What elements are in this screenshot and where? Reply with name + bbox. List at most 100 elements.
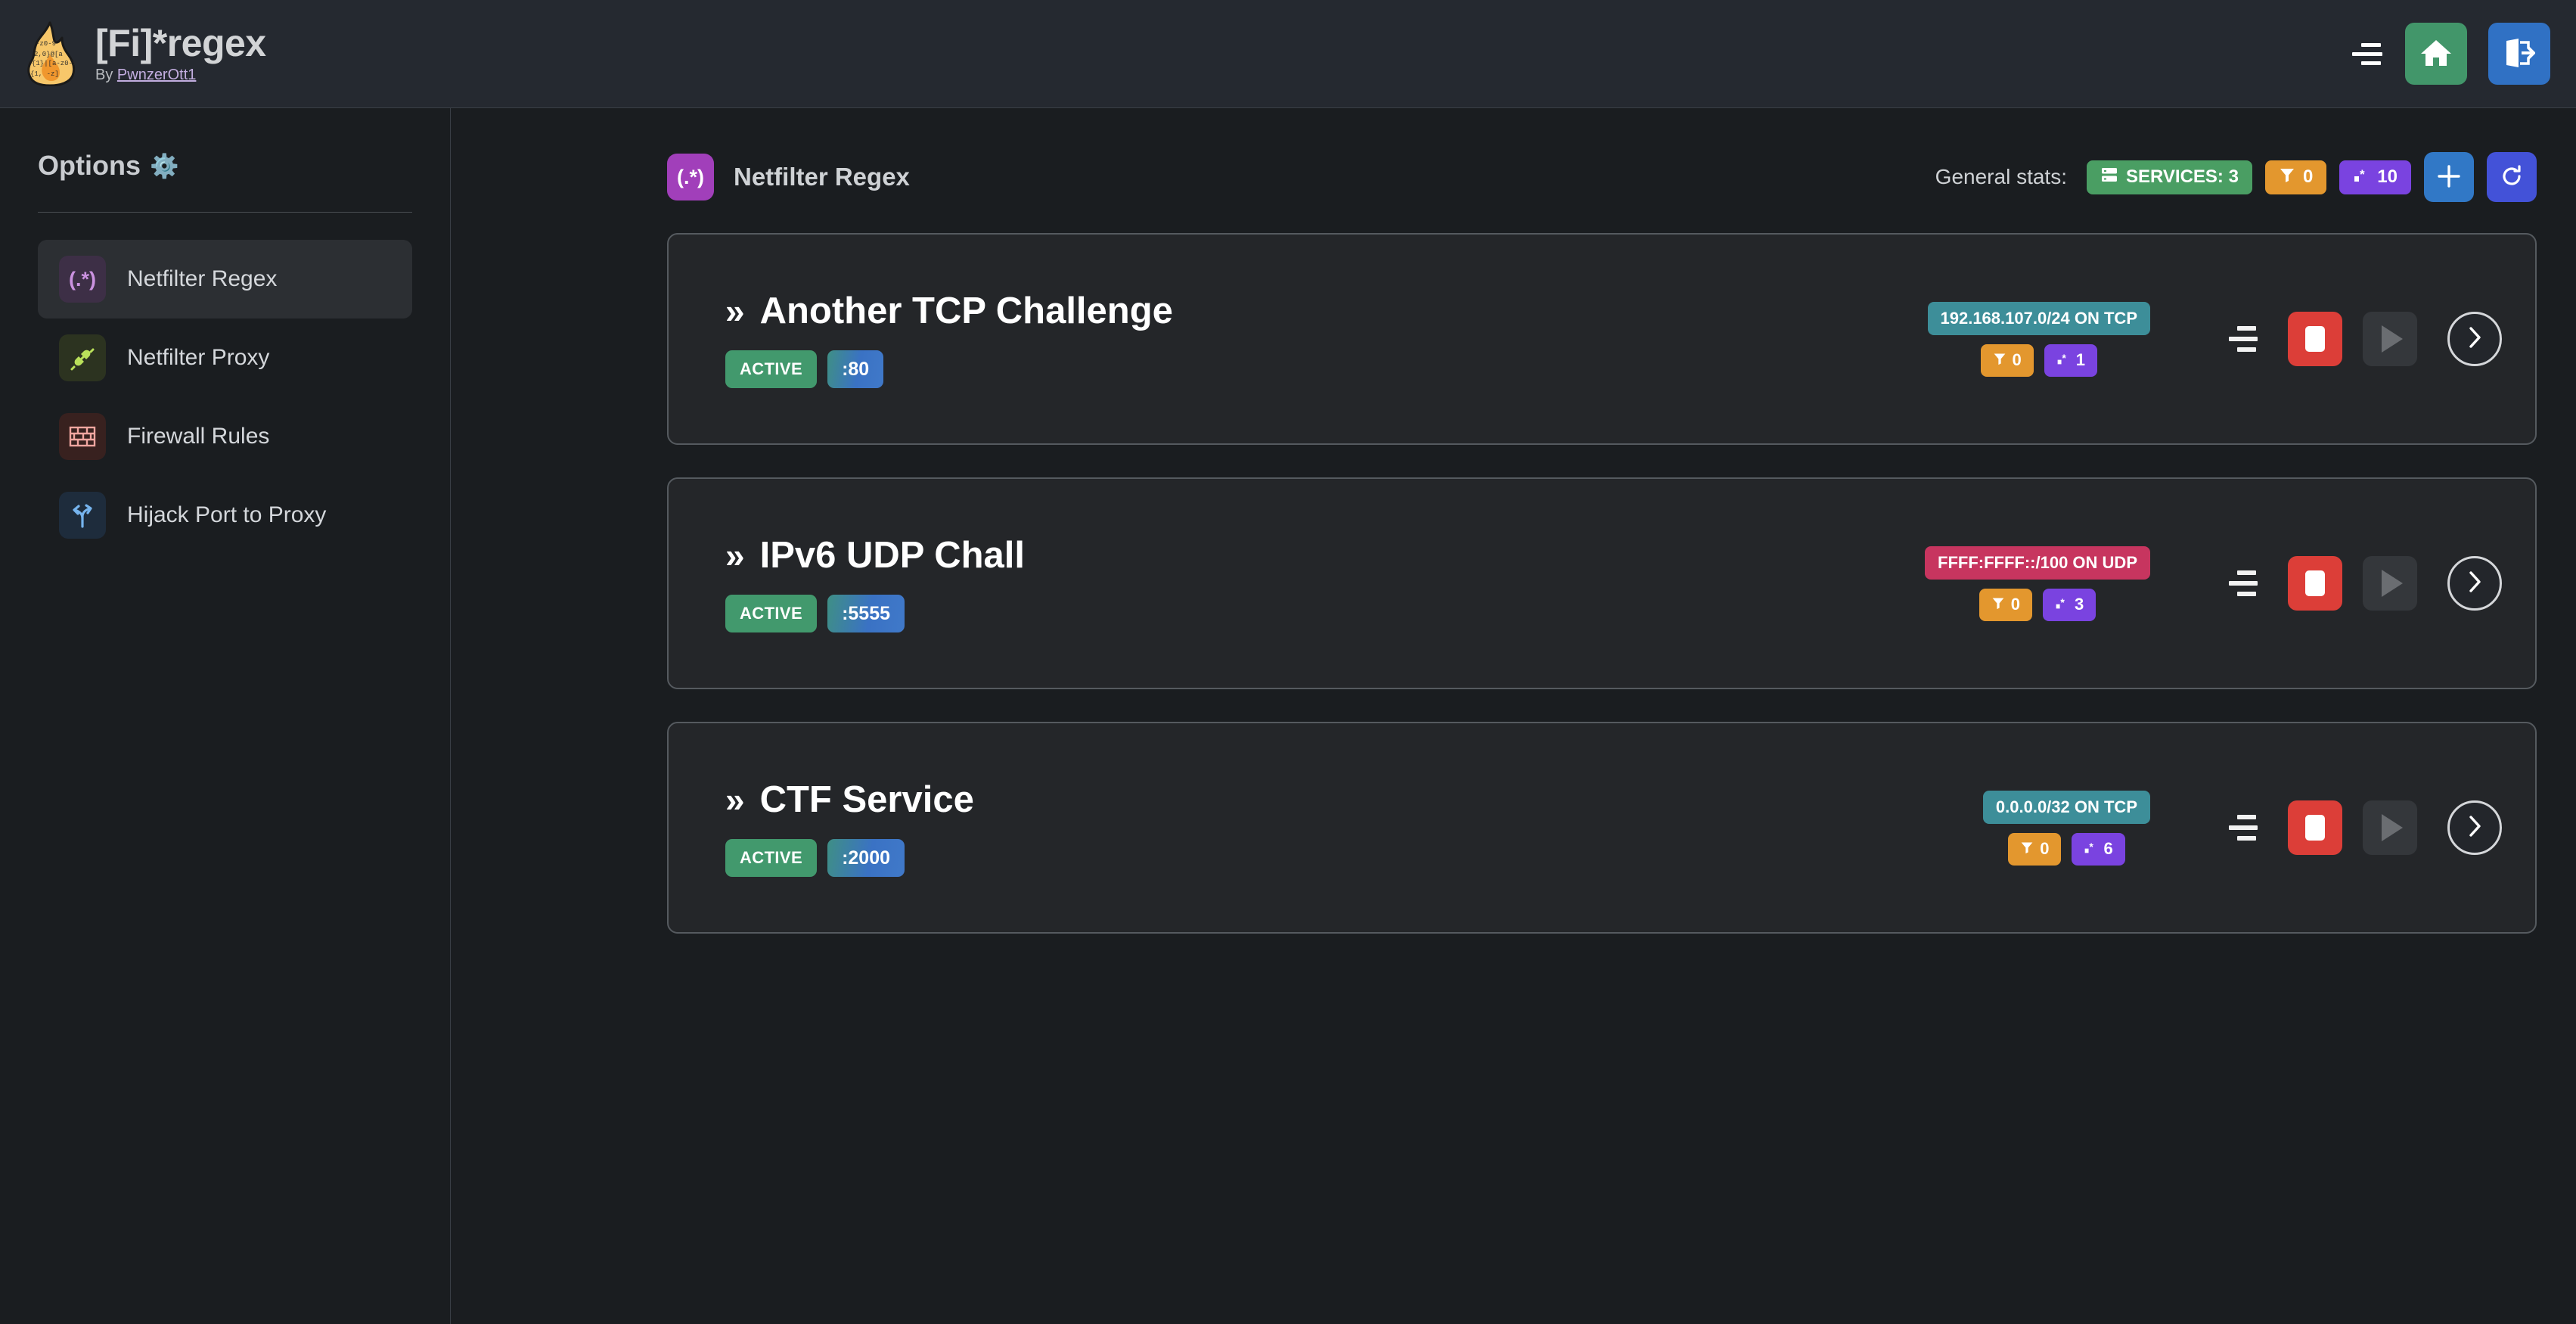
handle-line xyxy=(2237,592,2256,596)
home-button[interactable] xyxy=(2405,23,2467,85)
open-service-button[interactable] xyxy=(2447,312,2502,366)
regexes-count-label: 6 xyxy=(2103,839,2113,858)
sidebar-item-firewall-rules[interactable]: Firewall Rules xyxy=(38,397,412,476)
page-header: (.*) Netfilter Regex General stats: SERV… xyxy=(452,152,2576,202)
sidebar-item-netfilter-proxy[interactable]: Netfilter Proxy xyxy=(38,319,412,397)
play-icon xyxy=(2382,814,2403,841)
svg-text:{1}|[a-z0-9]: {1}|[a-z0-9] xyxy=(32,60,77,67)
logout-icon xyxy=(2503,38,2536,70)
regex-icon: * xyxy=(2084,839,2097,859)
fork-arrow-icon xyxy=(59,492,106,539)
flame-regex-logo: -z0-9 2,0}@[a {1}|[a-z0-9] {1, -z] xyxy=(23,21,81,87)
stop-button[interactable] xyxy=(2288,312,2342,366)
app-author: By PwnzerOtt1 xyxy=(95,67,266,84)
handle-line xyxy=(2237,570,2256,575)
network-badge: 192.168.107.0/24 ON TCP xyxy=(1927,301,2150,335)
counters: 0 * 6 xyxy=(2008,832,2125,866)
app-title: [Fi]*regex xyxy=(95,22,266,65)
service-card[interactable]: » Another TCP Challenge ACTIVE :80 192.1… xyxy=(667,233,2537,445)
page-title: Netfilter Regex xyxy=(734,163,910,191)
brand: -z0-9 2,0}@[a {1}|[a-z0-9] {1, -z] [Fi]*… xyxy=(23,21,266,87)
status-badge: ACTIVE xyxy=(725,595,818,632)
refresh-button[interactable] xyxy=(2487,152,2537,202)
network-info: 0.0.0.0/32 ON TCP 0 * 6 xyxy=(1982,790,2150,866)
play-button[interactable] xyxy=(2363,312,2417,366)
stop-icon xyxy=(2305,815,2325,841)
port-badge: :5555 xyxy=(827,595,905,632)
double-chevron-icon: » xyxy=(725,780,745,819)
stop-button[interactable] xyxy=(2288,800,2342,855)
counters: 0 * 1 xyxy=(1980,343,2097,377)
service-info: » CTF Service ACTIVE :2000 xyxy=(725,779,974,877)
stop-button[interactable] xyxy=(2288,556,2342,611)
handle-line xyxy=(2229,581,2258,586)
regex-icon: (.*) xyxy=(59,256,106,303)
sidebar-item-label: Netfilter Proxy xyxy=(127,345,270,370)
sidebar-item-netfilter-regex[interactable]: (.*) Netfilter Regex xyxy=(38,240,412,319)
service-controls: 0.0.0.0/32 ON TCP 0 * 6 xyxy=(1982,790,2502,866)
drag-handle-icon[interactable] xyxy=(2212,316,2258,362)
sidebar-item-hijack-port-to-proxy[interactable]: Hijack Port to Proxy xyxy=(38,476,412,555)
service-name: CTF Service xyxy=(759,779,974,820)
top-bar-actions xyxy=(2351,23,2550,85)
regexes-count-label: 10 xyxy=(2377,166,2398,187)
filters-counter: 0 xyxy=(1980,343,2034,377)
network-badge: 0.0.0.0/32 ON TCP xyxy=(1982,790,2150,824)
action-buttons xyxy=(2212,800,2502,855)
drag-handle-icon[interactable] xyxy=(2212,561,2258,606)
play-button[interactable] xyxy=(2363,800,2417,855)
open-service-button[interactable] xyxy=(2447,800,2502,855)
add-service-button[interactable] xyxy=(2424,152,2474,202)
service-controls: 192.168.107.0/24 ON TCP 0 * 1 xyxy=(1927,301,2502,377)
logout-button[interactable] xyxy=(2488,23,2550,85)
service-card[interactable]: » IPv6 UDP Chall ACTIVE :5555 FFFF:FFFF:… xyxy=(667,477,2537,689)
regexes-counter: * 6 xyxy=(2072,832,2125,866)
filters-count-label: 0 xyxy=(2302,166,2314,187)
filters-counter: 0 xyxy=(2008,832,2062,866)
service-title: » Another TCP Challenge xyxy=(725,290,1173,332)
sidebar-heading: Options ⚙️ xyxy=(38,150,412,182)
svg-text:-z0-9: -z0-9 xyxy=(36,40,56,48)
sidebar-divider xyxy=(38,212,412,213)
by-label: By xyxy=(95,66,113,83)
status-badge-regexes: * 10 xyxy=(2339,160,2411,194)
network-badge: FFFF:FFFF::/100 ON UDP xyxy=(1925,545,2150,580)
service-badges: ACTIVE :80 xyxy=(725,350,1173,388)
service-badges: ACTIVE :5555 xyxy=(725,595,1025,632)
author-link[interactable]: PwnzerOtt1 xyxy=(116,66,197,83)
stop-icon xyxy=(2305,326,2325,352)
handle-line xyxy=(2237,326,2256,331)
svg-text:{1, -z]: {1, -z] xyxy=(30,70,59,78)
service-name: Another TCP Challenge xyxy=(759,291,1173,331)
status-badge: ACTIVE xyxy=(725,350,818,388)
handle-line xyxy=(2237,347,2256,352)
regex-icon-glyph: (.*) xyxy=(69,267,96,291)
plus-icon xyxy=(2436,163,2462,191)
chevron-right-icon xyxy=(2465,814,2484,842)
regex-icon: * xyxy=(2353,166,2370,188)
counters: 0 * 3 xyxy=(1979,588,2096,621)
service-title: » IPv6 UDP Chall xyxy=(725,534,1025,577)
filter-icon xyxy=(2279,166,2295,188)
sidebar-heading-label: Options xyxy=(38,150,141,181)
regex-icon-glyph: (.*) xyxy=(677,165,704,188)
sidebar-item-label: Hijack Port to Proxy xyxy=(127,502,327,527)
service-name: IPv6 UDP Chall xyxy=(759,535,1025,576)
top-bar: -z0-9 2,0}@[a {1}|[a-z0-9] {1, -z] [Fi]*… xyxy=(0,0,2576,108)
svg-text:*: * xyxy=(2360,167,2365,182)
main-content: (.*) Netfilter Regex General stats: SERV… xyxy=(452,108,2576,1324)
open-service-button[interactable] xyxy=(2447,556,2502,611)
service-info: » IPv6 UDP Chall ACTIVE :5555 xyxy=(725,534,1025,632)
regex-icon: * xyxy=(2055,595,2069,614)
action-buttons xyxy=(2212,556,2502,611)
drag-handle-icon[interactable] xyxy=(2212,805,2258,850)
filters-count-label: 0 xyxy=(2010,595,2020,614)
service-card[interactable]: » CTF Service ACTIVE :2000 0.0.0.0/32 ON… xyxy=(667,722,2537,934)
regex-icon: (.*) xyxy=(667,154,714,200)
handle-line xyxy=(2237,836,2256,841)
refresh-icon xyxy=(2500,164,2524,191)
regexes-count-label: 3 xyxy=(2075,595,2084,614)
hamburger-menu-icon[interactable] xyxy=(2351,39,2384,69)
handle-line xyxy=(2229,337,2258,341)
play-button[interactable] xyxy=(2363,556,2417,611)
